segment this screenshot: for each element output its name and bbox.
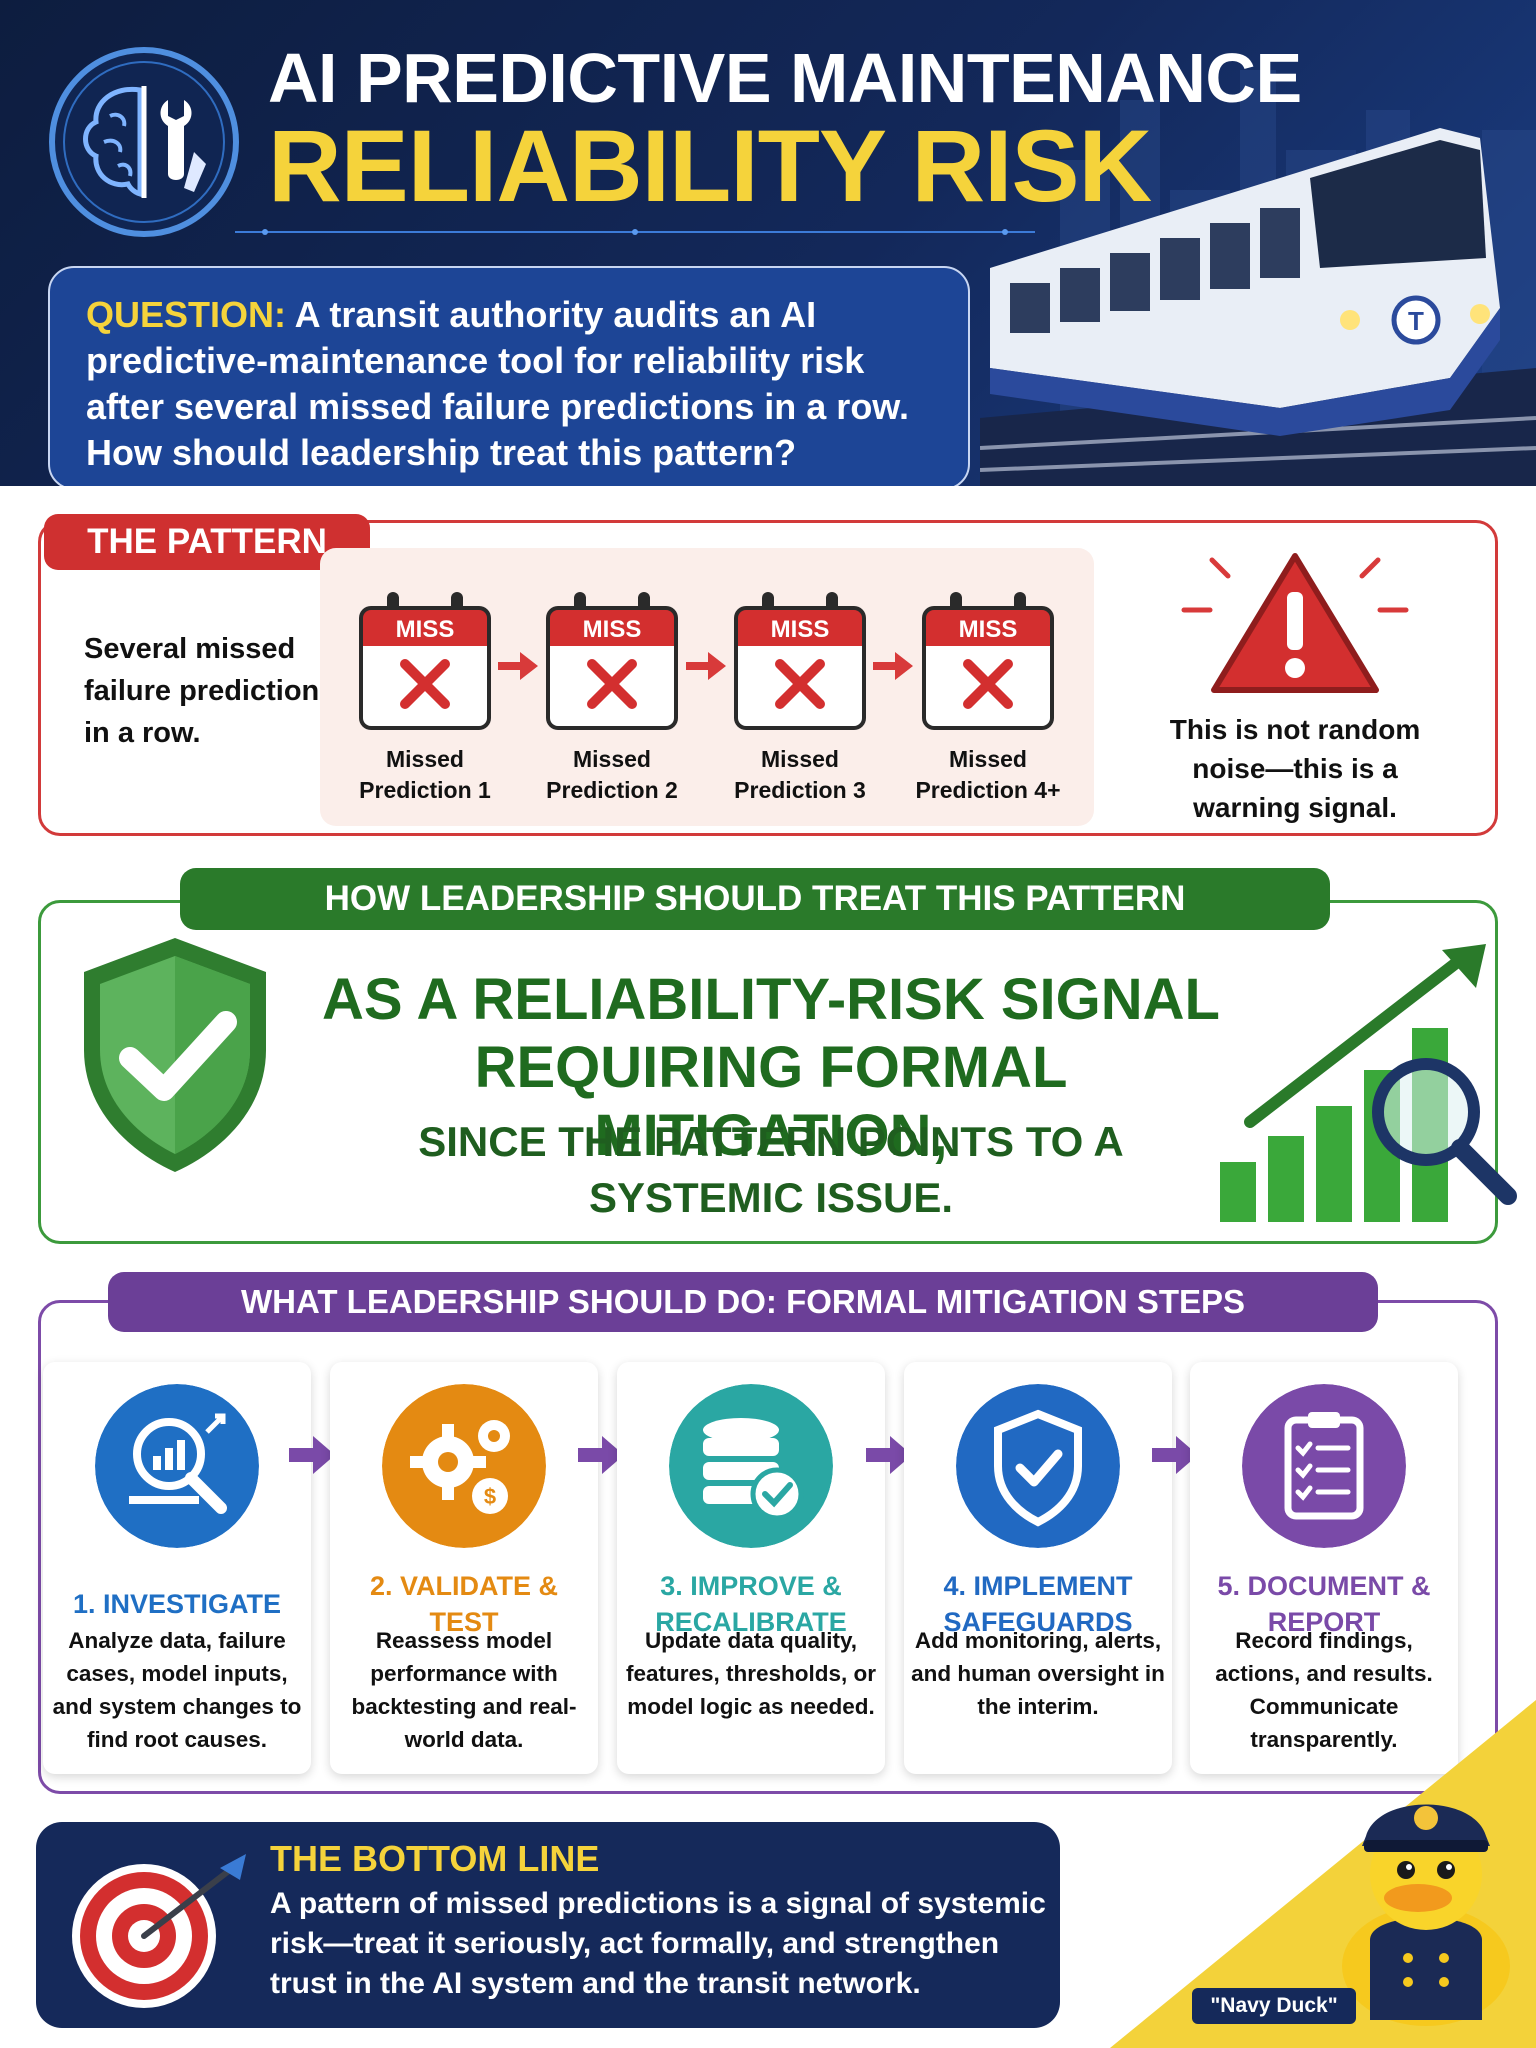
step-card-improve: 3. IMPROVE & RECALIBRATE Update data qua… (617, 1362, 885, 1774)
title-divider (235, 229, 1035, 235)
title-line-2: RELIABILITY RISK (268, 109, 1152, 223)
shield-check-icon (956, 1384, 1120, 1548)
step-description: Add monitoring, alerts, and human oversi… (911, 1628, 1165, 1719)
arrow-right-icon (873, 652, 913, 680)
red-x-icon (963, 659, 1013, 709)
steps-section-tab: WHAT LEADERSHIP SHOULD DO: FORMAL MITIGA… (108, 1272, 1378, 1332)
arrow-right-icon (866, 1436, 912, 1474)
question-label: QUESTION: (86, 294, 287, 335)
step-card-document: 5. DOCUMENT & REPORT Record findings, ac… (1190, 1362, 1458, 1774)
pattern-description: Several missed failure predictions in a … (84, 633, 336, 749)
step-description: Analyze data, failure cases, model input… (52, 1628, 302, 1752)
red-x-icon (587, 659, 637, 709)
pattern-section-tab: THE PATTERN (44, 514, 370, 570)
step-card-investigate: 1. INVESTIGATE Analyze data, failure cas… (43, 1362, 311, 1774)
magnifier-chart-icon (95, 1384, 259, 1548)
calendar-miss-icon: MISS (546, 592, 678, 730)
arrow-right-icon (289, 1436, 335, 1474)
bottom-line-title: THE BOTTOM LINE (270, 1838, 600, 1879)
growth-chart-magnifier-icon (1220, 944, 1517, 1222)
brain-wrench-logo-icon (49, 47, 239, 237)
header-banner: AI PREDICTIVE MAINTENANCE RELIABILITY RI… (0, 0, 1536, 486)
step-title: 2. VALIDATE & TEST (369, 1571, 558, 1637)
warning-triangle-icon (1181, 553, 1409, 693)
calendar-miss-label: MISS (359, 606, 491, 648)
step-description: Update data quality, features, threshold… (625, 1628, 877, 1719)
title-line-1: AI PREDICTIVE MAINTENANCE (268, 39, 1302, 117)
question-text: A transit authority audits an AI predict… (86, 294, 909, 473)
question-box: QUESTION: A transit authority audits an … (48, 266, 970, 486)
arrow-right-icon (686, 652, 726, 680)
calendar-miss-label: MISS (734, 606, 866, 648)
red-x-icon (775, 659, 825, 709)
step-title: 1. INVESTIGATE (72, 1589, 282, 1619)
bottom-line-text: A pattern of missed predictions is a sig… (270, 1887, 1046, 2000)
warning-text: This is not random noise—this is a warni… (1169, 714, 1421, 823)
train-logo-letter: T (1408, 306, 1424, 336)
step-title: 3. IMPROVE & RECALIBRATE (655, 1571, 847, 1637)
clipboard-checklist-icon (1242, 1384, 1406, 1548)
treat-section-tab: HOW LEADERSHIP SHOULD TREAT THIS PATTERN (180, 868, 1330, 930)
train-illustration: T (980, 128, 1536, 486)
svg-text:$: $ (484, 1484, 496, 1509)
calendar-miss-icon: MISS (922, 592, 1054, 730)
navy-duck-mascot-icon (1342, 1804, 1510, 2026)
calendar-miss-icon: MISS (359, 592, 491, 730)
step-title: 5. DOCUMENT & REPORT (1217, 1571, 1431, 1637)
arrow-right-icon (1152, 1436, 1198, 1474)
calendar-miss-label: MISS (546, 606, 678, 648)
arrow-right-icon (498, 652, 538, 680)
target-dart-icon (72, 1854, 246, 2008)
step-card-validate: $ 2. VALIDATE & TEST Reassess model perf… (330, 1362, 598, 1774)
shield-check-icon (84, 938, 266, 1172)
calendar-miss-icon: MISS (734, 592, 866, 730)
mascot-caption: "Navy Duck" (1192, 1988, 1356, 2024)
arrow-right-icon (578, 1436, 624, 1474)
step-title: 4. IMPLEMENT SAFEGUARDS (943, 1571, 1133, 1637)
step-card-safeguards: 4. IMPLEMENT SAFEGUARDS Add monitoring, … (904, 1362, 1172, 1774)
step-description: Record findings, actions, and results. C… (1215, 1628, 1433, 1752)
gears-icon: $ (382, 1384, 546, 1548)
step-description: Reassess model performance with backtest… (351, 1628, 577, 1752)
database-check-icon (669, 1384, 833, 1548)
calendar-miss-label: MISS (922, 606, 1054, 648)
treat-panel (38, 900, 1498, 1244)
red-x-icon (400, 659, 450, 709)
